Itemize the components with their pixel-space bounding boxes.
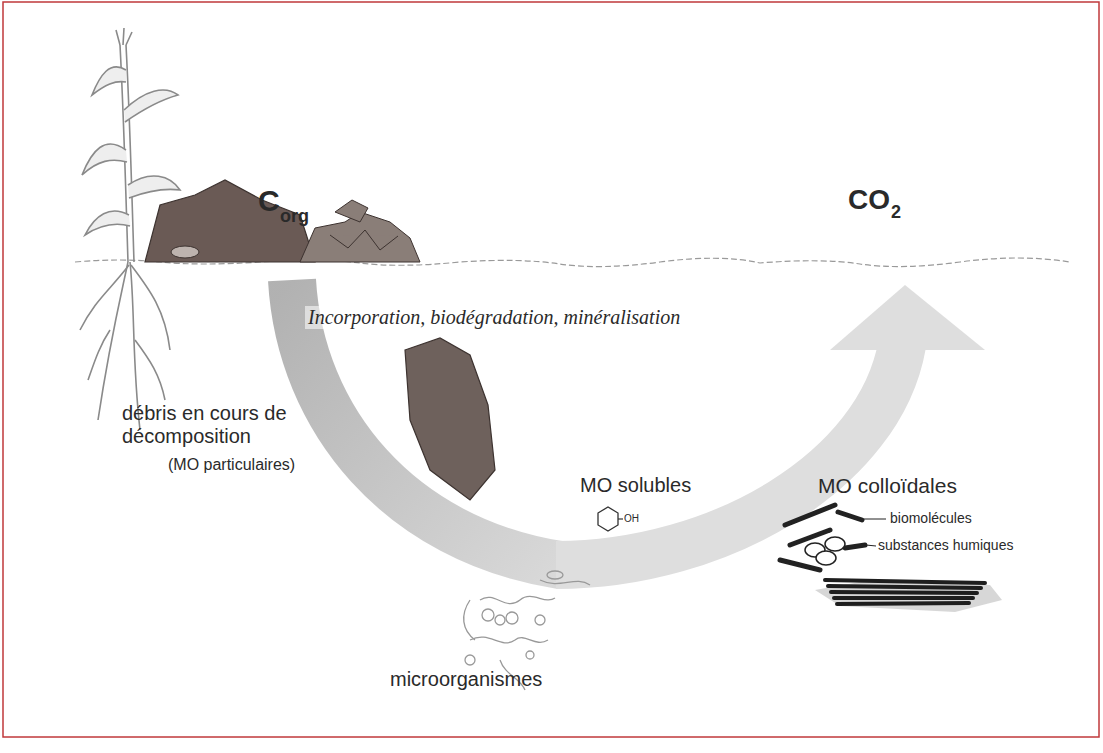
oh-bond [618, 518, 623, 519]
decomposing-debris [405, 338, 495, 500]
functional-group: OH [624, 513, 639, 525]
organism-label: microorganismes [390, 668, 542, 691]
pool-label: MO colloïdales [818, 474, 957, 498]
colloid-particles [780, 505, 1002, 612]
organic-residue [145, 180, 315, 262]
pool-sublabel: (MO particulaires) [168, 456, 295, 474]
pool-label: MO solubles [580, 474, 691, 497]
leaf-litter [300, 200, 420, 262]
subscript: 2 [891, 202, 901, 223]
residue-detail [171, 246, 199, 258]
carbon-symbol: C [258, 184, 280, 219]
process-label: Incorporation, biodégradation, minéralis… [305, 306, 683, 329]
component-label: biomolécules [890, 510, 972, 526]
formula-text: CO [848, 184, 890, 216]
component-label: substances humiques [878, 537, 1013, 553]
arrow-head [830, 285, 985, 350]
subscript: org [280, 206, 309, 227]
ascending-arrow [556, 345, 902, 565]
pool-label: débris en cours de décomposition [122, 402, 372, 448]
benzene-ring [598, 507, 618, 531]
frame [3, 2, 1099, 737]
